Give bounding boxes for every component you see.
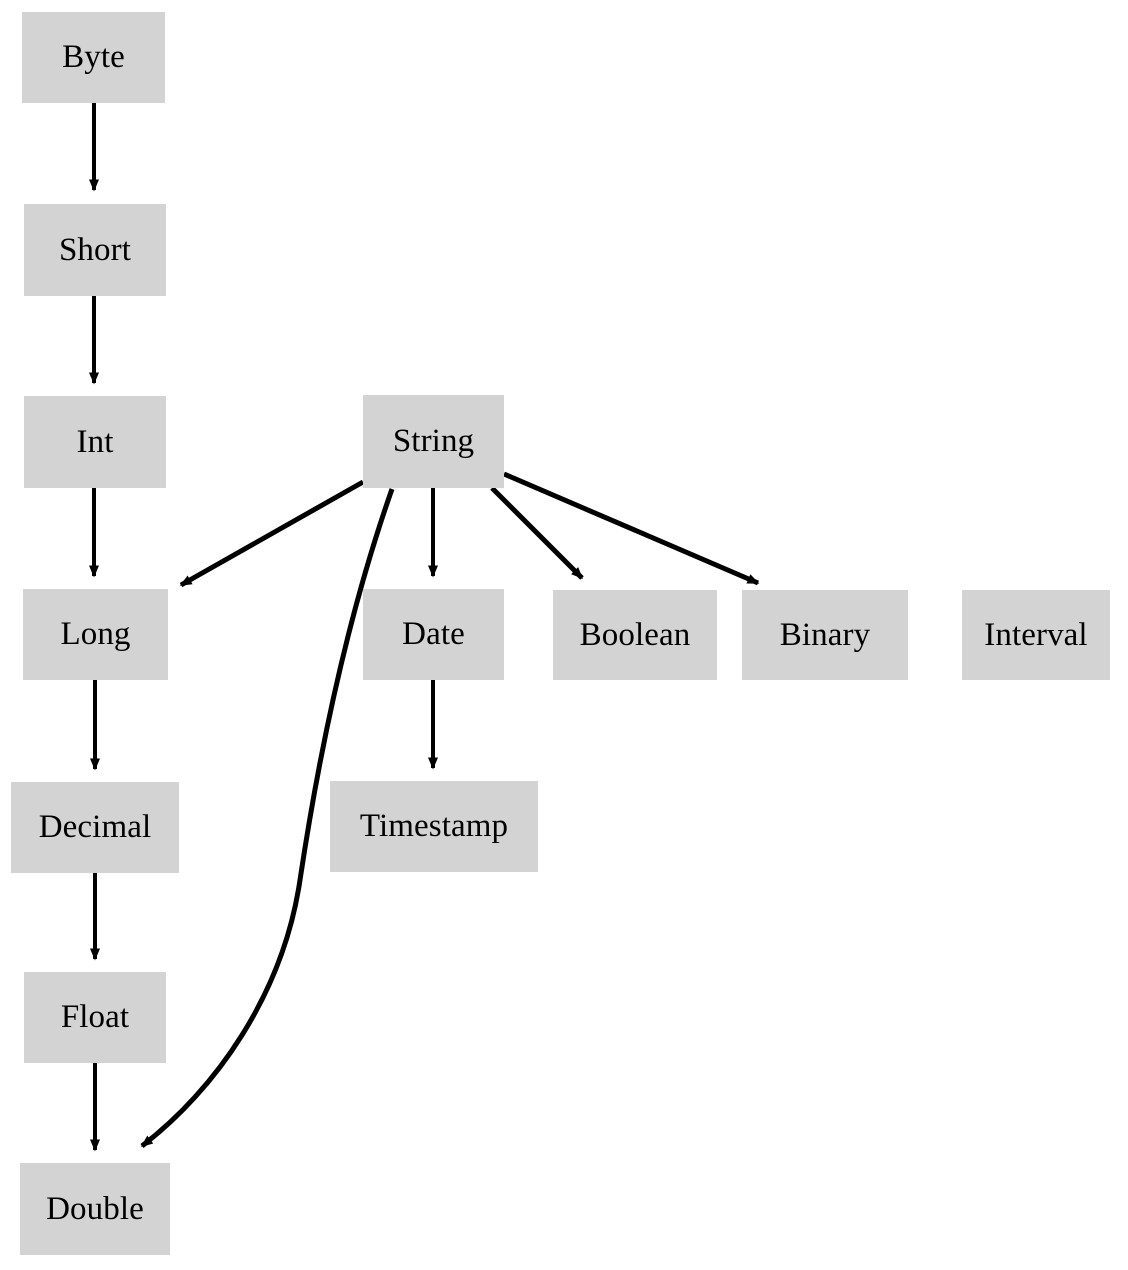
node-boolean[interactable]: Boolean [553,590,717,680]
node-float[interactable]: Float [24,972,166,1063]
node-interval[interactable]: Interval [962,590,1110,680]
node-timestamp[interactable]: Timestamp [330,781,538,872]
node-int[interactable]: Int [24,396,166,488]
node-date[interactable]: Date [363,589,504,680]
node-byte[interactable]: Byte [22,12,165,103]
node-binary[interactable]: Binary [742,590,908,680]
edge-string-long [179,479,365,588]
node-double[interactable]: Double [20,1163,170,1255]
node-decimal[interactable]: Decimal [11,782,179,873]
node-long[interactable]: Long [23,589,168,680]
edge-string-boolean [490,486,584,580]
node-short[interactable]: Short [24,204,166,296]
node-string[interactable]: String [363,395,504,488]
edge-string-binary [503,471,760,586]
